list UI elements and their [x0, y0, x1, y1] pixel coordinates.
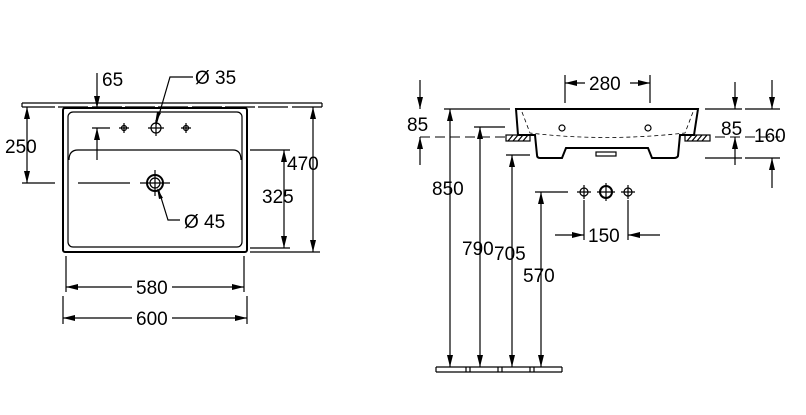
wall-strip	[21, 102, 323, 108]
dim-580: 580	[136, 278, 168, 299]
valve-holes	[577, 183, 635, 201]
dim-790: 790	[462, 239, 494, 260]
floor-line	[435, 366, 563, 373]
dim-65: 65	[102, 70, 123, 91]
tap-hole-optional-right	[181, 123, 191, 133]
dim-470: 470	[287, 154, 319, 175]
basin-profile	[514, 108, 700, 159]
dim-85-left: 85	[407, 115, 428, 136]
dim-85-right: 85	[721, 119, 742, 140]
tap-hole-optional-left	[119, 123, 129, 133]
dim-850: 850	[432, 179, 464, 200]
drain-icon	[140, 170, 170, 196]
dim-150: 150	[588, 226, 620, 247]
dim-drain-diameter: Ø 45	[184, 212, 225, 233]
bowl-edge	[68, 149, 242, 161]
dim-600: 600	[136, 309, 168, 330]
tap-hole-center	[148, 120, 164, 136]
countertop-hatch	[505, 134, 711, 142]
basin-outline	[62, 107, 248, 253]
dim-tap-hole-diameter: Ø 35	[195, 68, 236, 89]
dim-250: 250	[5, 137, 37, 158]
dim-325: 325	[262, 187, 294, 208]
side-view: 280 85 850 790 705 570 85 160 150	[407, 74, 786, 373]
top-view: 65 Ø 35 250 470 325 Ø 45 580 600	[5, 68, 323, 330]
dim-705: 705	[494, 244, 526, 265]
dim-570: 570	[523, 266, 555, 287]
tap-holes	[119, 120, 191, 136]
basin-inner-rim	[67, 111, 243, 248]
dim-160: 160	[754, 126, 786, 147]
dim-280: 280	[589, 74, 621, 95]
